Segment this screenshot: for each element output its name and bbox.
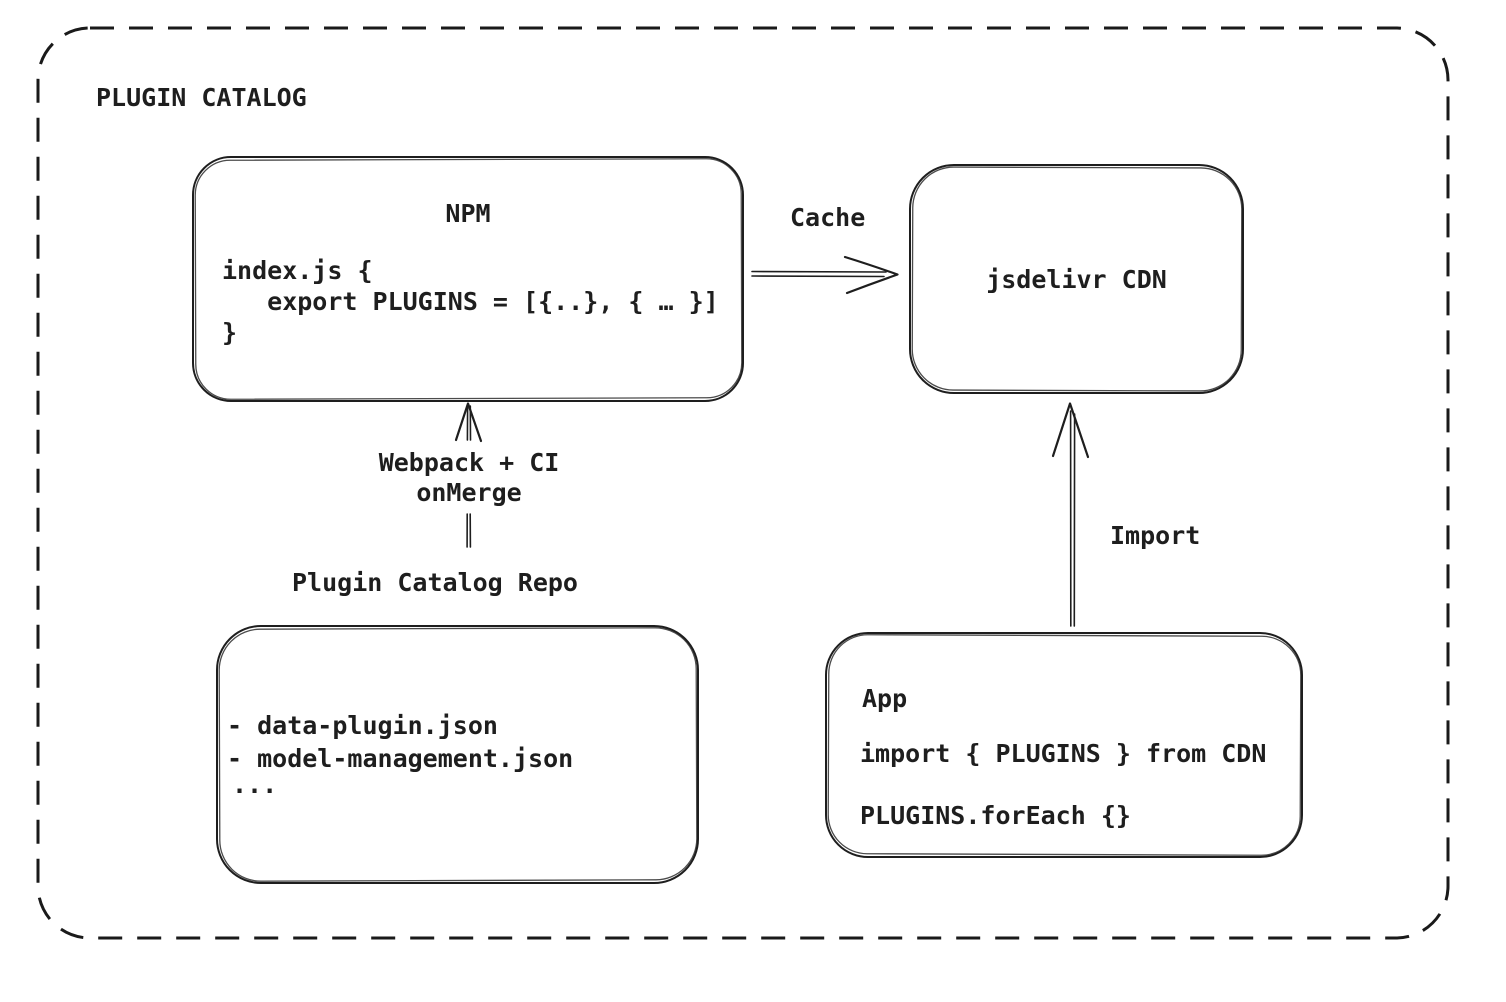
import-arrow — [1051, 402, 1090, 627]
app-code-line-1: import { PLUGINS } from CDN — [860, 739, 1267, 768]
build-connector-line — [466, 513, 472, 548]
npm-code-line-2: export PLUGINS = [{..}, { … }] — [222, 287, 719, 316]
cache-arrow-label: Cache — [790, 203, 866, 232]
npm-title: NPM — [445, 199, 491, 228]
build-arrow — [454, 402, 483, 443]
catalog-title: PLUGIN CATALOG — [96, 83, 307, 112]
repo-label: Plugin Catalog Repo — [292, 568, 578, 597]
app-title: App — [862, 684, 908, 713]
repo-box — [216, 625, 699, 884]
repo-file-ellipsis: ... — [232, 770, 278, 799]
app-box — [825, 632, 1303, 858]
repo-file-2: - model-management.json — [227, 744, 574, 773]
cache-arrow — [751, 255, 899, 295]
app-code-line-2: PLUGINS.forEach {} — [860, 801, 1131, 830]
npm-code-line-3: } — [222, 318, 238, 347]
repo-file-1: - data-plugin.json — [227, 711, 498, 740]
import-arrow-label: Import — [1110, 521, 1201, 550]
npm-code-line-1: index.js { — [222, 256, 373, 285]
npm-box — [192, 156, 744, 402]
cdn-box — [909, 164, 1244, 394]
catalog-boundary — [36, 26, 1450, 940]
cdn-label: jsdelivr CDN — [986, 265, 1167, 294]
build-arrow-label: Webpack + CI onMerge — [378, 448, 560, 507]
